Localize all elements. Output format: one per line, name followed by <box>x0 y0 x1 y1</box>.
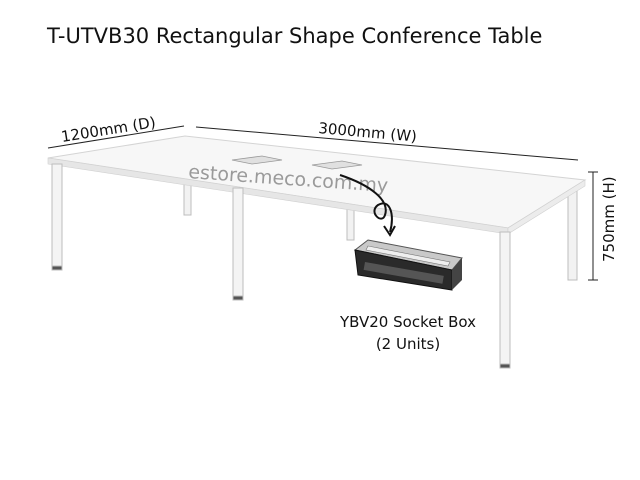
height-dimension-label: 750mm (H) <box>600 176 618 262</box>
table-top <box>47 135 587 235</box>
socket-box-label: YBV20 Socket Box <box>339 313 476 331</box>
dimension-lines <box>47 125 598 281</box>
grommet-1 <box>231 155 283 165</box>
table-legs-front <box>51 163 511 369</box>
grommet-2 <box>311 160 363 170</box>
socket-box-image <box>353 239 463 291</box>
page-title: T-UTVB30 Rectangular Shape Conference Ta… <box>47 24 543 48</box>
socket-box-quantity: (2 Units) <box>376 335 440 353</box>
depth-dimension-label: 1200mm (D) <box>60 113 157 146</box>
arrow-icon <box>339 174 393 233</box>
